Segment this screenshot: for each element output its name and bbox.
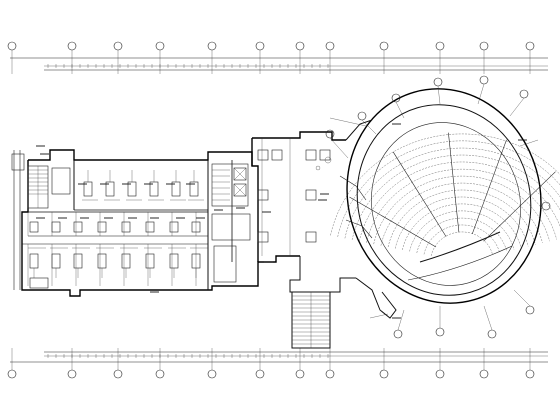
axis-bubble <box>379 369 389 379</box>
aisle <box>392 151 447 237</box>
axis-bubble <box>379 41 389 51</box>
office-fixture <box>121 221 131 233</box>
axis-bubble <box>525 41 535 51</box>
axis-bubble <box>435 369 445 379</box>
office-fixture <box>169 221 179 233</box>
center-stair-core <box>211 163 251 283</box>
axis-bubble <box>325 369 335 379</box>
office-fixture <box>73 221 83 233</box>
office-fixture <box>169 253 179 269</box>
axis-bubble <box>295 41 305 51</box>
seat-row <box>423 224 500 255</box>
axis-bubble <box>155 41 165 51</box>
lower-office-bays <box>27 212 208 286</box>
bottom-dimension-lines <box>10 351 548 363</box>
axis-bubble <box>113 41 123 51</box>
seat-row <box>380 182 543 246</box>
office-fixture <box>97 221 107 233</box>
seat-row <box>337 140 560 237</box>
left-dimension-lines <box>13 150 21 290</box>
seat-row <box>359 161 560 242</box>
upper-office-bays <box>82 170 204 201</box>
seat-row <box>351 154 560 240</box>
seating-rows <box>330 133 560 256</box>
seat-row <box>402 203 522 250</box>
axis-bubble <box>255 369 265 379</box>
entrance-stair <box>291 291 331 349</box>
axis-bubble <box>435 41 445 51</box>
axis-bubble <box>207 369 217 379</box>
office-fixture <box>51 221 61 233</box>
axis-bubble <box>325 41 335 51</box>
axis-bubble <box>479 41 489 51</box>
top-axis-bubbles <box>7 41 535 54</box>
office-fixture <box>29 221 39 233</box>
top-grid-ticks <box>11 54 531 74</box>
seat-row <box>387 189 536 248</box>
office-fixture <box>29 253 39 269</box>
seat-row <box>344 147 560 239</box>
aisle <box>483 171 556 242</box>
axis-bubble <box>525 369 535 379</box>
main-wing-outline <box>21 149 300 297</box>
office-fixture <box>97 253 107 269</box>
radial-aisles <box>349 132 556 248</box>
seat-row <box>416 217 507 253</box>
office-fixture <box>121 253 131 269</box>
seat-row <box>330 133 560 236</box>
axis-bubble <box>113 369 123 379</box>
aisle <box>448 132 460 233</box>
axis-bubble <box>479 369 489 379</box>
office-fixture <box>145 253 155 269</box>
seat-row <box>373 175 550 245</box>
axis-bubble <box>295 369 305 379</box>
office-fixture <box>145 221 155 233</box>
seat-row <box>431 231 493 256</box>
bottom-grid-ticks <box>11 348 531 366</box>
axis-bubble <box>67 369 77 379</box>
axis-bubble <box>155 369 165 379</box>
axis-bubble <box>207 41 217 51</box>
left-stair-core <box>11 153 71 289</box>
top-dimension-lines <box>10 57 548 71</box>
central-lobby-block <box>251 131 356 293</box>
axis-bubble <box>7 369 17 379</box>
axis-bubble <box>7 41 17 51</box>
office-fixture <box>73 253 83 269</box>
aisle <box>472 139 507 234</box>
aisle <box>349 196 437 248</box>
office-fixture <box>51 253 61 269</box>
seat-row <box>409 210 515 252</box>
auditorium <box>329 88 560 319</box>
auditorium-axis-bubbles <box>325 75 551 339</box>
annotation-marks <box>36 123 527 319</box>
seat-row <box>395 196 529 249</box>
axis-bubble <box>67 41 77 51</box>
axis-bubble <box>255 41 265 51</box>
bottom-axis-bubbles <box>7 366 535 379</box>
seat-row <box>366 168 557 243</box>
